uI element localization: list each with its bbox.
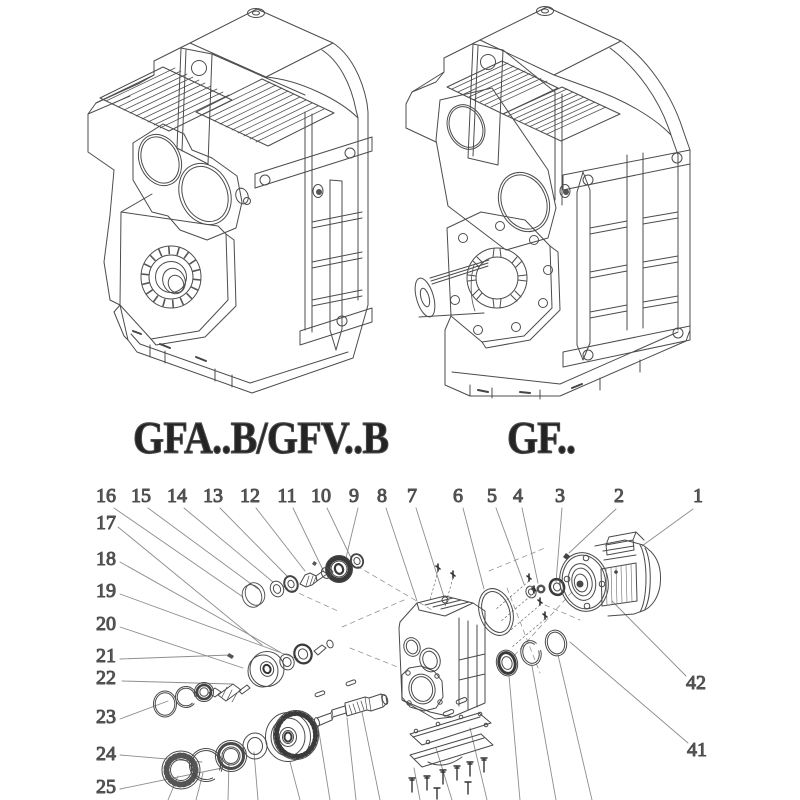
svg-text:5: 5 [487, 485, 497, 507]
svg-text:17: 17 [96, 512, 116, 534]
svg-text:21: 21 [96, 645, 116, 667]
svg-text:3: 3 [555, 485, 565, 507]
svg-text:8: 8 [377, 485, 387, 507]
svg-text:10: 10 [311, 485, 331, 507]
svg-text:9: 9 [349, 485, 359, 507]
svg-text:13: 13 [203, 485, 223, 507]
svg-text:22: 22 [96, 667, 116, 689]
svg-text:41: 41 [687, 739, 707, 761]
svg-text:GF..: GF.. [507, 413, 576, 463]
svg-text:19: 19 [96, 580, 116, 602]
svg-text:7: 7 [407, 485, 417, 507]
svg-text:23: 23 [96, 706, 116, 728]
svg-text:25: 25 [96, 776, 116, 798]
svg-text:24: 24 [96, 743, 116, 765]
svg-text:15: 15 [131, 485, 151, 507]
svg-text:1: 1 [693, 485, 703, 507]
svg-text:12: 12 [240, 485, 260, 507]
svg-text:16: 16 [96, 485, 116, 507]
svg-text:11: 11 [277, 485, 296, 507]
svg-text:14: 14 [167, 485, 187, 507]
svg-text:42: 42 [686, 672, 706, 694]
svg-text:6: 6 [453, 485, 463, 507]
svg-text:GFA..B/GFV..B: GFA..B/GFV..B [133, 413, 389, 463]
svg-text:2: 2 [614, 485, 624, 507]
svg-text:20: 20 [96, 613, 116, 635]
svg-text:18: 18 [96, 548, 116, 570]
svg-text:4: 4 [513, 485, 523, 507]
